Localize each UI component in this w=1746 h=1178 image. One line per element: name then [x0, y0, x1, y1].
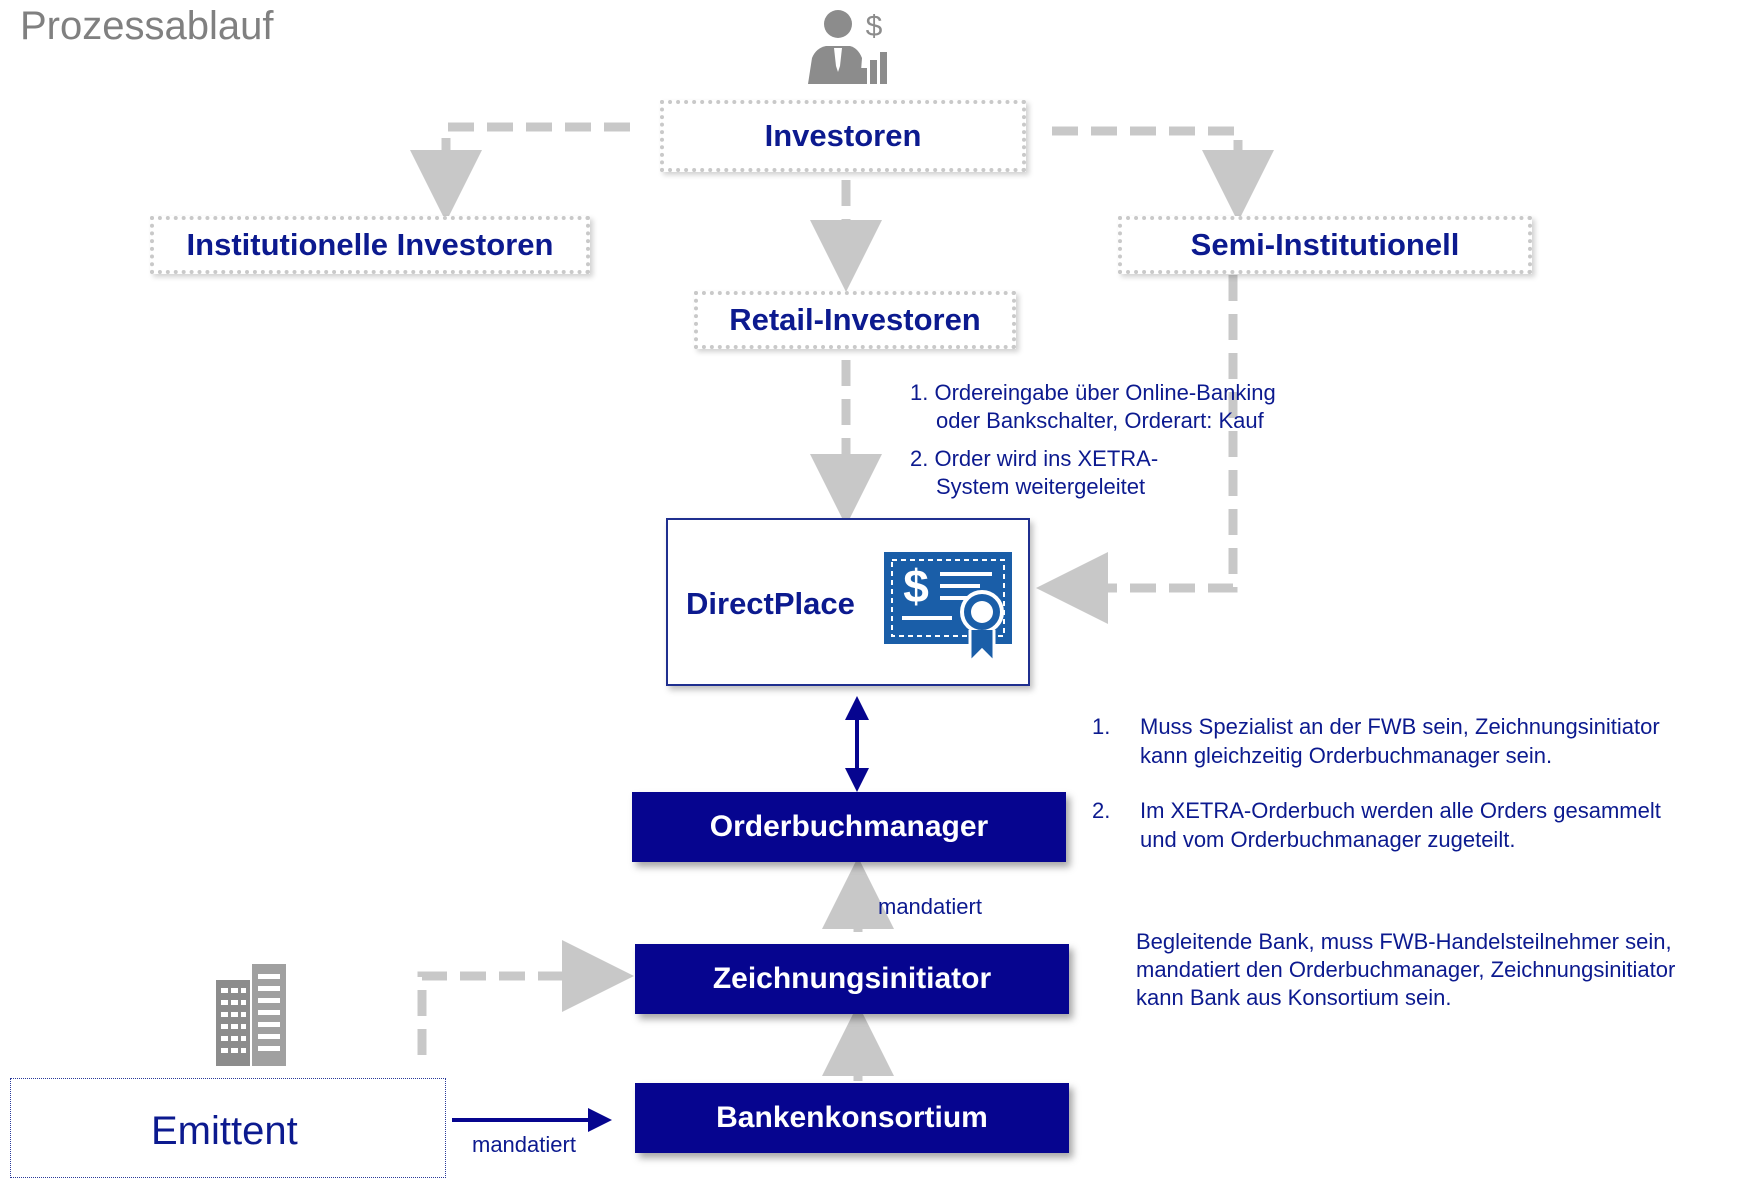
orderbuch-note-2-num: 2. [1092, 798, 1111, 823]
node-orderbuchmanager-label: Orderbuchmanager [709, 810, 989, 843]
page-title: Prozessablauf [20, 4, 274, 48]
node-zeichnungsinitiator-label: Zeichnungsinitiator [712, 962, 992, 995]
node-retail-label: Retail-Investoren [729, 302, 981, 337]
investor-icon: $ [808, 10, 887, 84]
retail-steps-note: 1. Ordereingabe über Online-Banking oder… [910, 379, 1276, 501]
orderbuch-note-2-line1: Im XETRA-Orderbuch werden alle Orders ge… [1140, 798, 1661, 823]
node-institutionelle-label: Institutionelle Investoren [186, 227, 554, 262]
node-orderbuchmanager: Orderbuchmanager [632, 792, 1066, 862]
orderbuch-note-1-num: 1. [1092, 714, 1111, 739]
orderbuch-note-1-line2: kann gleichzeitig Orderbuchmanager sein. [1140, 743, 1553, 768]
retail-step-1-line1: 1. Ordereingabe über Online-Banking [910, 380, 1276, 405]
orderbuch-note-2: 2. Im XETRA-Orderbuch werden alle Orders… [1092, 796, 1661, 854]
edge-investoren-semi [1052, 126, 1274, 222]
svg-text:$: $ [866, 10, 883, 43]
node-retail-investoren: Retail-Investoren [694, 291, 1016, 349]
zeichnung-note-line2: mandatiert den Orderbuchmanager, Zeichnu… [1136, 957, 1676, 982]
certificate-icon: $ [884, 552, 1012, 666]
orderbuch-note-1-line1: Muss Spezialist an der FWB sein, Zeichnu… [1140, 714, 1660, 739]
node-emittent-label: Emittent [151, 1109, 298, 1153]
retail-step-2-line2: System weitergeleitet [936, 474, 1146, 499]
orderbuch-note-1: 1. Muss Spezialist an der FWB sein, Zeic… [1092, 712, 1660, 770]
edge-semi-directplace [1036, 275, 1238, 624]
node-directplace-label: DirectPlace [686, 586, 855, 621]
node-investoren: Investoren [660, 100, 1026, 172]
node-semi-label: Semi-Institutionell [1190, 227, 1460, 262]
orderbuch-note-2-line2: und vom Orderbuchmanager zugeteilt. [1140, 827, 1516, 852]
building-icon [216, 964, 286, 1066]
node-investoren-label: Investoren [764, 118, 922, 153]
node-bankenkonsortium: Bankenkonsortium [635, 1083, 1069, 1153]
node-zeichnungsinitiator: Zeichnungsinitiator [635, 944, 1069, 1014]
edge-label-mandatiert-emittent: mandatiert [472, 1132, 576, 1157]
edge-investoren-institutionelle [410, 122, 630, 222]
retail-step-1-line2: oder Bankschalter, Orderart: Kauf [936, 408, 1264, 433]
svg-text:$: $ [903, 560, 929, 612]
zeichnung-note-line3: kann Bank aus Konsortium sein. [1136, 985, 1452, 1010]
node-directplace: DirectPlace $ [666, 518, 1030, 686]
zeichnung-note: Begleitende Bank, muss FWB-Handelsteilne… [1136, 928, 1675, 1012]
node-semi-institutionell: Semi-Institutionell [1118, 216, 1532, 274]
edge-emittent-zeichnung [417, 940, 634, 1055]
zeichnung-note-line1: Begleitende Bank, muss FWB-Handelsteilne… [1136, 929, 1672, 954]
node-institutionelle-investoren: Institutionelle Investoren [150, 216, 590, 274]
edge-label-mandatiert-orderbuch: mandatiert [878, 894, 982, 919]
retail-step-2-line1: 2. Order wird ins XETRA- [910, 446, 1159, 471]
node-bankenkonsortium-label: Bankenkonsortium [716, 1101, 988, 1134]
node-emittent: Emittent [10, 1078, 446, 1178]
